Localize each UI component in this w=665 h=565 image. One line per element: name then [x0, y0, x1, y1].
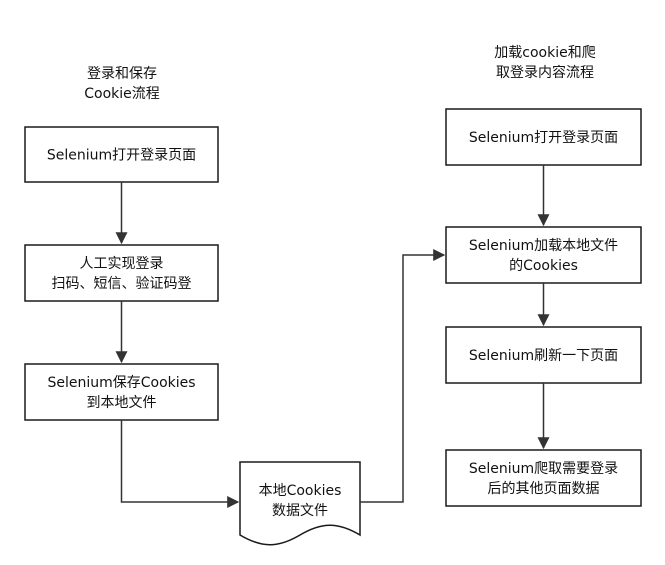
file-node-label-line-1: 本地Cookies	[259, 483, 342, 499]
left-step-manual-login: 人工实现登录 扫码、短信、验证码登	[24, 244, 219, 302]
left-step-open-login-page: Selenium打开登录页面	[24, 126, 219, 183]
left-step2-label-line-2: 扫码、短信、验证码登	[52, 276, 192, 292]
arrow-file-to-right-step2	[360, 249, 446, 503]
file-node-label-line-2: 数据文件	[272, 503, 328, 519]
right-title-line-1: 加载cookie和爬	[494, 45, 595, 61]
left-step3-label-line-2: 到本地文件	[87, 395, 157, 411]
left-step2-label-line-1: 人工实现登录	[80, 256, 164, 272]
right-step1-label: Selenium打开登录页面	[469, 129, 618, 146]
left-flow-title: 登录和保存 Cookie流程	[84, 66, 160, 102]
right-step-load-cookies: Selenium加载本地文件 的Cookies	[445, 226, 642, 284]
right-step-refresh-page: Selenium刷新一下页面	[445, 326, 642, 384]
right-title-line-2: 取登录内容流程	[496, 64, 594, 81]
right-step4-label-line-1: Selenium爬取需要登录	[469, 461, 618, 477]
left-title-line-2: Cookie流程	[84, 86, 160, 102]
left-step1-label: Selenium打开登录页面	[47, 147, 196, 164]
right-step-crawl-data: Selenium爬取需要登录 后的其他页面数据	[445, 449, 642, 507]
connectors	[115, 165, 550, 508]
right-step4-label-line-2: 后的其他页面数据	[488, 481, 600, 497]
left-step-save-cookies: Selenium保存Cookies 到本地文件	[24, 363, 219, 421]
right-flow-title: 加载cookie和爬 取登录内容流程	[494, 45, 595, 81]
right-step-open-login-page: Selenium打开登录页面	[445, 108, 642, 166]
right-step3-label: Selenium刷新一下页面	[469, 348, 618, 364]
right-step2-label-line-2: 的Cookies	[509, 258, 578, 274]
left-step3-label-line-1: Selenium保存Cookies	[47, 375, 195, 391]
cookies-file-node: 本地Cookies 数据文件	[239, 461, 361, 546]
right-step2-label-line-1: Selenium加载本地文件	[469, 238, 618, 254]
arrow-left-step3-to-file	[120, 420, 240, 508]
left-title-line-1: 登录和保存	[87, 66, 157, 82]
